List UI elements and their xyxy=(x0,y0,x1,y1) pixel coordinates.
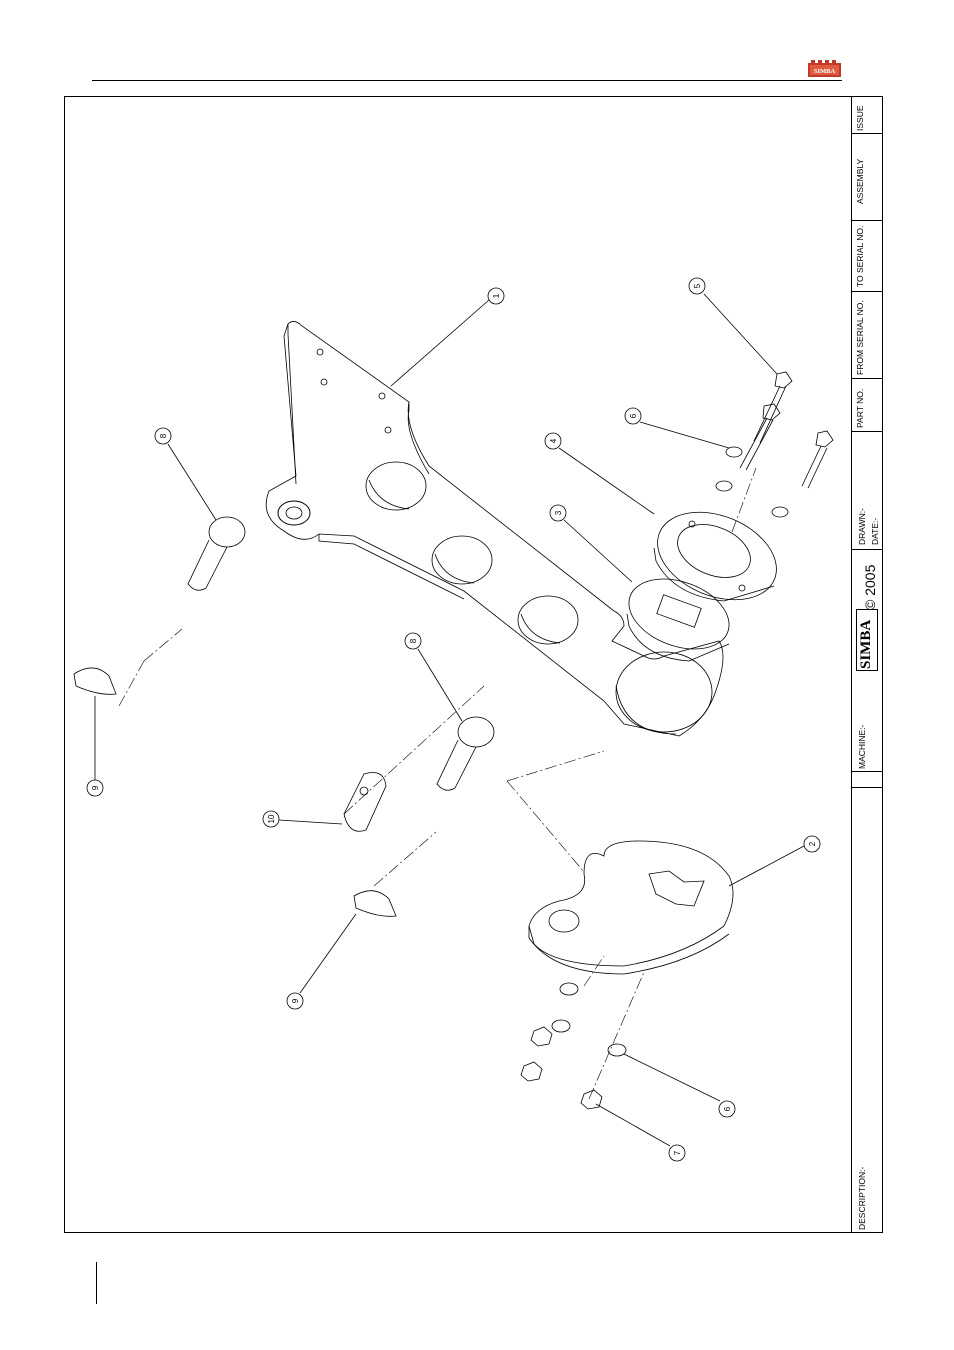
callout-2-label: 2 xyxy=(808,841,817,846)
copyright: © 2005 xyxy=(862,565,878,610)
from-serial-label: FROM SERIAL NO. xyxy=(855,300,865,375)
callout-9b: 9 xyxy=(287,914,356,1009)
callout-8a: 8 xyxy=(155,428,216,520)
callout-6a-label: 6 xyxy=(629,413,638,418)
part-5-bolts xyxy=(716,372,833,517)
callout-3-label: 3 xyxy=(554,510,563,515)
to-serial-label: TO SERIAL NO. xyxy=(855,226,865,287)
callout-5-label: 5 xyxy=(693,283,702,288)
part-8-pins xyxy=(188,517,494,790)
callout-9a-label: 9 xyxy=(91,785,100,790)
description-label: DESCRIPTION:- xyxy=(857,1167,867,1230)
lower-fasteners xyxy=(521,983,626,1109)
simba-logo: SIMBA xyxy=(808,60,841,79)
part-4-disc xyxy=(645,496,790,617)
callout-8a-label: 8 xyxy=(159,433,168,438)
margin-rule xyxy=(96,1262,97,1304)
issue-label: ISSUE xyxy=(855,105,865,131)
callout-8b: 8 xyxy=(405,633,462,721)
part-9-10-clips xyxy=(74,668,396,916)
callout-1: 1 xyxy=(391,288,504,386)
brand-name: SIMBA xyxy=(858,620,875,669)
callout-4: 4 xyxy=(545,433,654,514)
part-1-main-arm xyxy=(266,321,723,736)
callout-2: 2 xyxy=(729,836,820,886)
logo-text: SIMBA xyxy=(814,68,836,75)
callout-9a: 9 xyxy=(87,696,103,796)
title-block-divider xyxy=(851,97,852,1232)
callout-1-label: 1 xyxy=(492,293,501,298)
callout-6b-label: 6 xyxy=(723,1106,732,1111)
callout-7: 7 xyxy=(596,1104,685,1161)
callout-4-label: 4 xyxy=(549,438,558,443)
callout-9b-label: 9 xyxy=(291,998,300,1003)
callout-10: 10 xyxy=(263,811,342,827)
header-rule xyxy=(92,80,842,81)
date-label: DATE:- xyxy=(870,518,880,545)
part-no-label: PART NO. xyxy=(855,389,865,428)
callout-7-label: 7 xyxy=(673,1150,682,1155)
drawn-label: DRAWN:- xyxy=(857,508,867,545)
callout-5: 5 xyxy=(689,278,777,374)
callout-10-label: 10 xyxy=(267,814,276,823)
machine-label: MACHINE:- xyxy=(857,725,867,769)
callout-6a: 6 xyxy=(625,408,729,448)
exploded-assembly-drawing: 1 2 3 4 5 6 6 7 8 8 xyxy=(64,96,850,1231)
assembly-label: ASSEMBLY xyxy=(855,159,865,204)
part-2-plate xyxy=(529,841,733,974)
callout-8b-label: 8 xyxy=(409,638,418,643)
callout-6b: 6 xyxy=(624,1054,735,1117)
part-3-hub xyxy=(619,566,739,662)
